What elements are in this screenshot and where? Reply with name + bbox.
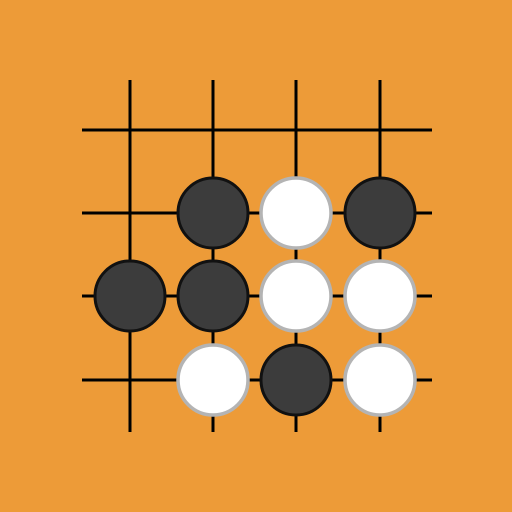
black-stone-c1-r1[interactable] — [176, 176, 250, 250]
white-stone-c2-r1[interactable] — [259, 176, 333, 250]
white-stone-c2-r2[interactable] — [259, 259, 333, 333]
black-stone-c1-r2[interactable] — [176, 259, 250, 333]
stones-layer — [93, 176, 417, 417]
white-stone-c3-r2[interactable] — [343, 259, 417, 333]
black-stone-c2-r3[interactable] — [259, 343, 333, 417]
white-stone-c1-r3[interactable] — [176, 343, 250, 417]
black-stone-c3-r1[interactable] — [343, 176, 417, 250]
white-stone-c3-r3[interactable] — [343, 343, 417, 417]
black-stone-c0-r2[interactable] — [93, 259, 167, 333]
